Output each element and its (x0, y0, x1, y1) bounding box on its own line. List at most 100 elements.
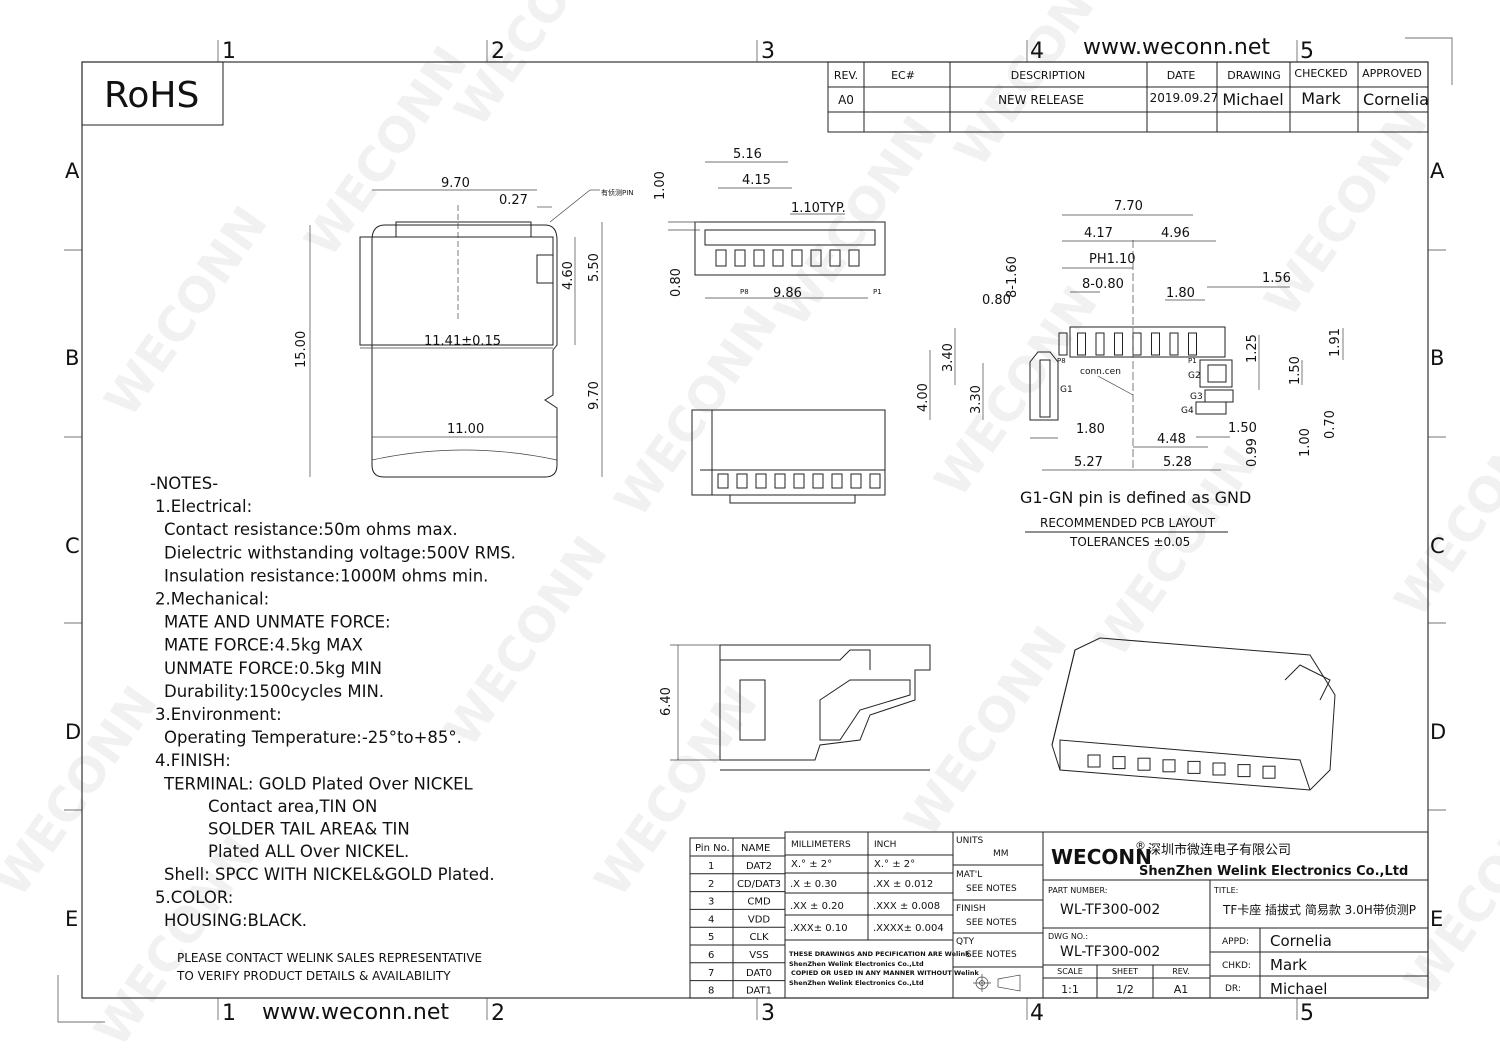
contact-pin (831, 473, 843, 489)
qty-value: SEE NOTES (966, 950, 1017, 960)
company-logo: WECONN (1051, 845, 1152, 869)
tol-mm: .XX ± 0.20 (790, 901, 844, 912)
dim-label: 9.86 (773, 286, 802, 301)
pin-name: DAT2 (746, 861, 772, 872)
contact-pin (1087, 754, 1101, 768)
drawing-title: TF卡座 插拔式 简易款 3.0H带侦测P (1222, 902, 1416, 917)
zone-row-label: B (65, 346, 79, 370)
dim-label: 3.30 (969, 385, 984, 414)
pad-label: G3 (1190, 392, 1203, 402)
approved-header: APPROVED (1362, 67, 1422, 80)
pad-label: P1 (1188, 357, 1197, 365)
dim-label: 9.70 (441, 176, 470, 191)
zone-row-label: A (65, 159, 80, 183)
watermark: WECONN (894, 616, 1079, 846)
watermark: WECONN (584, 676, 769, 906)
dim-label: 1.50 (1288, 356, 1303, 385)
tol-inch: X.° ± 2° (874, 859, 915, 870)
pcb-pad (1188, 332, 1197, 356)
dim-label: 1.25 (1245, 334, 1260, 363)
conn-center-label: conn.cen (1080, 367, 1121, 377)
dwg-no: WL-TF300-002 (1060, 944, 1160, 960)
contact-pin (717, 473, 729, 489)
dim-label: 11.00 (447, 422, 484, 437)
zone-col-label: 1 (222, 39, 236, 64)
disclaimer: COPIED OR USED IN ANY MANNER WITHOUT Wel… (791, 969, 979, 977)
contact-pin (829, 249, 841, 267)
dim-label: 0.99 (1245, 438, 1260, 467)
units-value: MM (993, 849, 1009, 859)
sheet-value: 1/2 (1116, 983, 1134, 996)
company-name-en: ShenZhen Welink Electronics Co.,Ltd (1139, 864, 1408, 879)
rev-label: REV. (1172, 967, 1190, 976)
contact-pin (1112, 756, 1126, 770)
pin-number: 7 (708, 968, 714, 979)
isometric-view (1051, 637, 1336, 791)
dim-label: 5.27 (1074, 455, 1103, 470)
inch-header: INCH (874, 840, 896, 850)
pad-label: G2 (1188, 371, 1201, 381)
note-line: Contact resistance:50m ohms max. (164, 520, 458, 539)
disclaimer: ShenZhen Welink Electronics Co.,Ltd (789, 960, 924, 968)
zone-col-label: 4 (1030, 1001, 1044, 1026)
zone-row-label: E (65, 907, 78, 931)
note-line: Plated ALL Over NICKEL. (208, 842, 409, 861)
pcb-tolerance: TOLERANCES ±0.05 (1069, 535, 1190, 549)
watermark: WECONN (1084, 436, 1269, 666)
contact-pin (1262, 765, 1276, 779)
disclaimer: THESE DRAWINGS AND PECIFICATION ARE Weli… (789, 950, 970, 958)
pcb-pad (1095, 332, 1105, 356)
contact-pin (734, 249, 746, 267)
watermark: WECONN (944, 0, 1129, 177)
watermark: WECONN (1394, 776, 1500, 1006)
contact-pin (715, 249, 727, 267)
pin-number: 4 (708, 914, 714, 925)
dim-label: 8-1.60 (1005, 256, 1020, 298)
contact-pin (1212, 762, 1226, 776)
notes: -NOTES- 1.Electrical: Contact resistance:5… (150, 474, 516, 930)
appd-value: Cornelia (1270, 932, 1332, 950)
disclaimer: ShenZhen Welink Electronics Co.,Ltd (789, 979, 924, 987)
zone-col-label: 3 (761, 1001, 775, 1026)
qty-label: QTY (956, 937, 975, 947)
contact-pin (774, 473, 786, 489)
gnd-note: G1-GN pin is defined as GND (1020, 488, 1251, 507)
zone-col-label: 3 (761, 39, 775, 64)
pcb-pad (1151, 332, 1160, 356)
chkd-label: CHKD: (1222, 961, 1251, 971)
note-line: 4.FINISH: (155, 751, 231, 770)
contact-pin (850, 473, 862, 489)
contact-pin (1237, 764, 1251, 778)
dim-label: 7.70 (1114, 199, 1143, 214)
dim-label: 1.91 (1328, 328, 1343, 357)
notes-heading: -NOTES- (150, 474, 218, 493)
title-block: WECONN ® 深圳市微连电子有限公司 ShenZhen Welink Ele… (1042, 831, 1429, 999)
contact-pin (1137, 757, 1151, 771)
pad-label: P8 (1057, 357, 1066, 365)
contact-pin (753, 249, 765, 267)
dim-label: 1.56 (1262, 271, 1291, 286)
watermark: WECONN (0, 676, 169, 906)
sheet-label: SHEET (1112, 967, 1138, 976)
lower-side-view: 6.40 (659, 644, 931, 771)
material-label: MAT'L (956, 870, 982, 880)
note-line: 1.Electrical: (155, 497, 252, 516)
pin-name: DAT0 (746, 968, 772, 979)
dim-label: PH1.10 (1089, 252, 1136, 267)
rev-value: A0 (838, 93, 854, 107)
watermark: WECONN (604, 296, 789, 526)
pin-name-header: NAME (741, 843, 770, 854)
dim-label: 6.40 (659, 687, 674, 716)
contact-note: PLEASE CONTACT WELINK SALES REPRESENTATI… (177, 951, 482, 965)
dim-label: 1.80 (1166, 286, 1195, 301)
description-header: DESCRIPTION (1011, 69, 1085, 82)
watermark: WECONN (294, 36, 479, 266)
projection-symbol-icon (973, 974, 1021, 992)
pin-number: 1 (708, 861, 714, 872)
company-name-cn: 深圳市微连电子有限公司 (1148, 842, 1291, 858)
dim-label: 1.00 (1298, 428, 1313, 457)
date-header: DATE (1167, 69, 1196, 82)
contact-pin (1162, 759, 1176, 773)
appd-label: APPD: (1222, 937, 1249, 947)
